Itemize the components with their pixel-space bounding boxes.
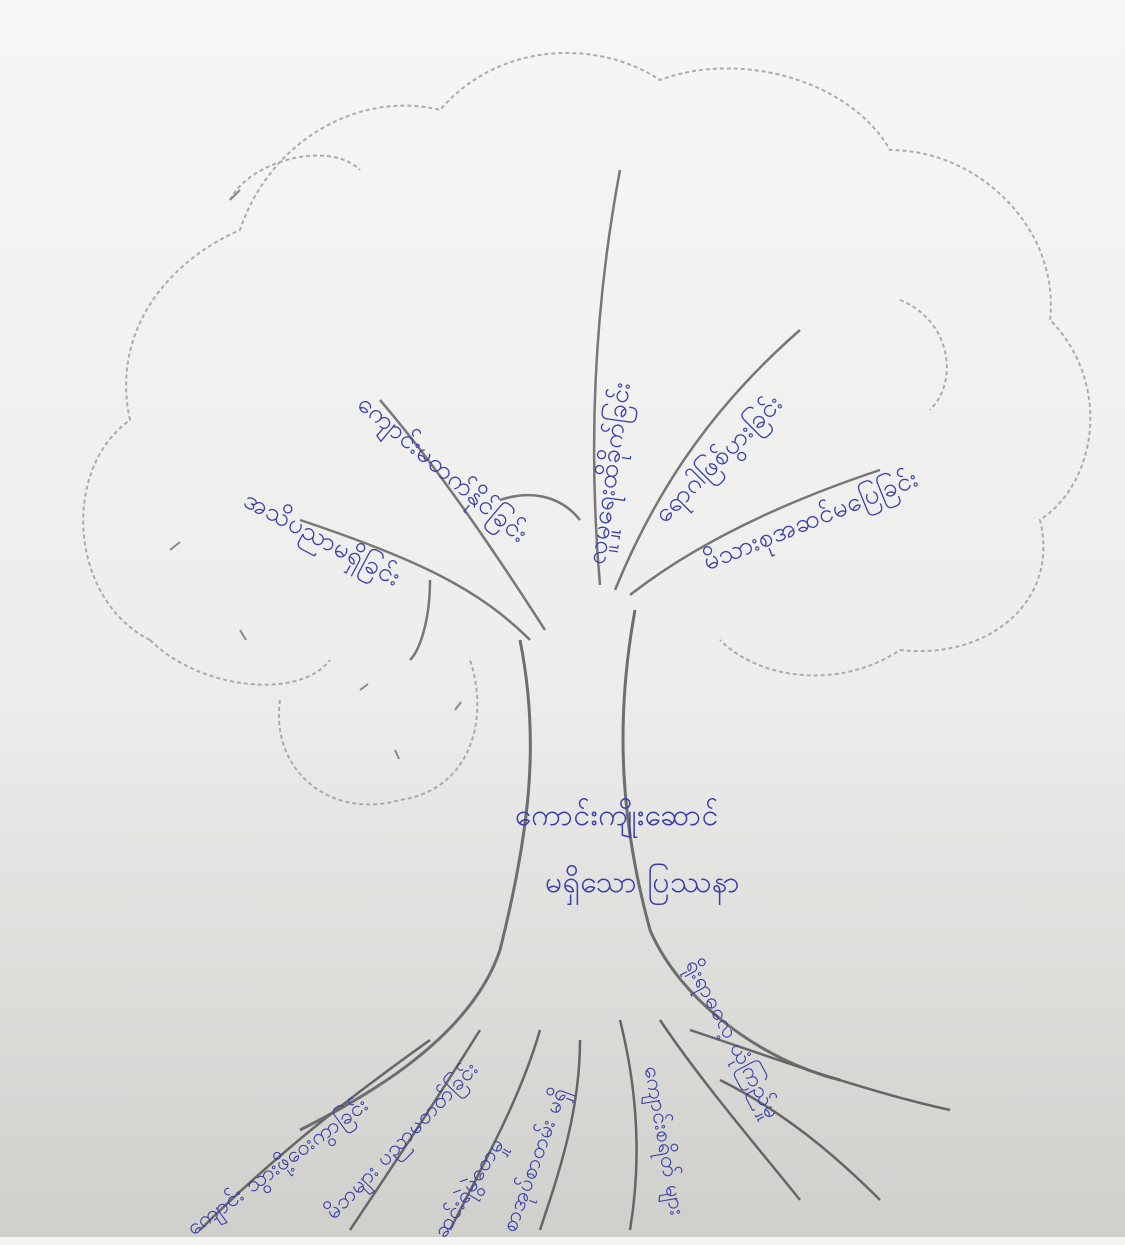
trunk-label-line2: မရှိသော ပြဿနာ [545,862,740,907]
trunk-label-line1: ကောင်းကျိုးဆောင် [515,795,719,840]
